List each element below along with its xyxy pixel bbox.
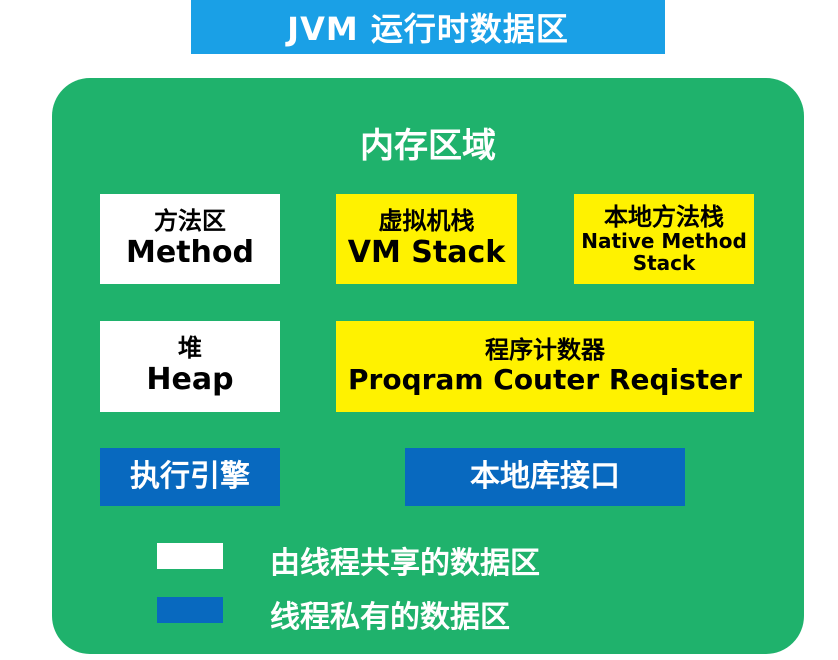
method-area-cn-label: 方法区 xyxy=(154,206,226,235)
native-method-stack-box: 本地方法栈 Native Method Stack xyxy=(574,194,754,284)
native-method-stack-cn-label: 本地方法栈 xyxy=(604,202,724,231)
method-area-en-label: Method xyxy=(126,234,254,270)
execution-engine-label: 执行引擎 xyxy=(130,458,250,494)
method-area-box: 方法区 Method xyxy=(100,194,280,284)
legend-private-swatch xyxy=(157,597,223,623)
vm-stack-box: 虚拟机栈 VM Stack xyxy=(336,194,517,284)
program-counter-register-box: 程序计数器 Proqram Couter Reqister xyxy=(336,321,754,412)
legend-shared-label: 由线程共享的数据区 xyxy=(270,546,540,581)
heap-cn-label: 堆 xyxy=(178,334,202,363)
memory-region: 内存区域 方法区 Method 虚拟机栈 VM Stack 本地方法栈 Nati… xyxy=(52,78,804,654)
page-title: JVM 运行时数据区 xyxy=(191,0,665,54)
program-counter-cn-label: 程序计数器 xyxy=(485,335,605,364)
native-interface-box: 本地库接口 xyxy=(405,448,685,506)
native-interface-label: 本地库接口 xyxy=(470,458,620,494)
heap-en-label: Heap xyxy=(146,362,234,398)
legend-shared-swatch xyxy=(157,543,223,569)
region-title: 内存区域 xyxy=(360,126,496,166)
vm-stack-cn-label: 虚拟机栈 xyxy=(378,206,475,235)
native-method-stack-en-line2: Stack xyxy=(632,251,696,276)
native-method-stack-en-line1: Native Method xyxy=(581,229,747,254)
execution-engine-box: 执行引擎 xyxy=(100,448,280,506)
vm-stack-en-label: VM Stack xyxy=(347,234,506,270)
program-counter-en-label: Proqram Couter Reqister xyxy=(348,363,742,397)
legend-private-label: 线程私有的数据区 xyxy=(270,600,510,635)
heap-box: 堆 Heap xyxy=(100,321,280,412)
